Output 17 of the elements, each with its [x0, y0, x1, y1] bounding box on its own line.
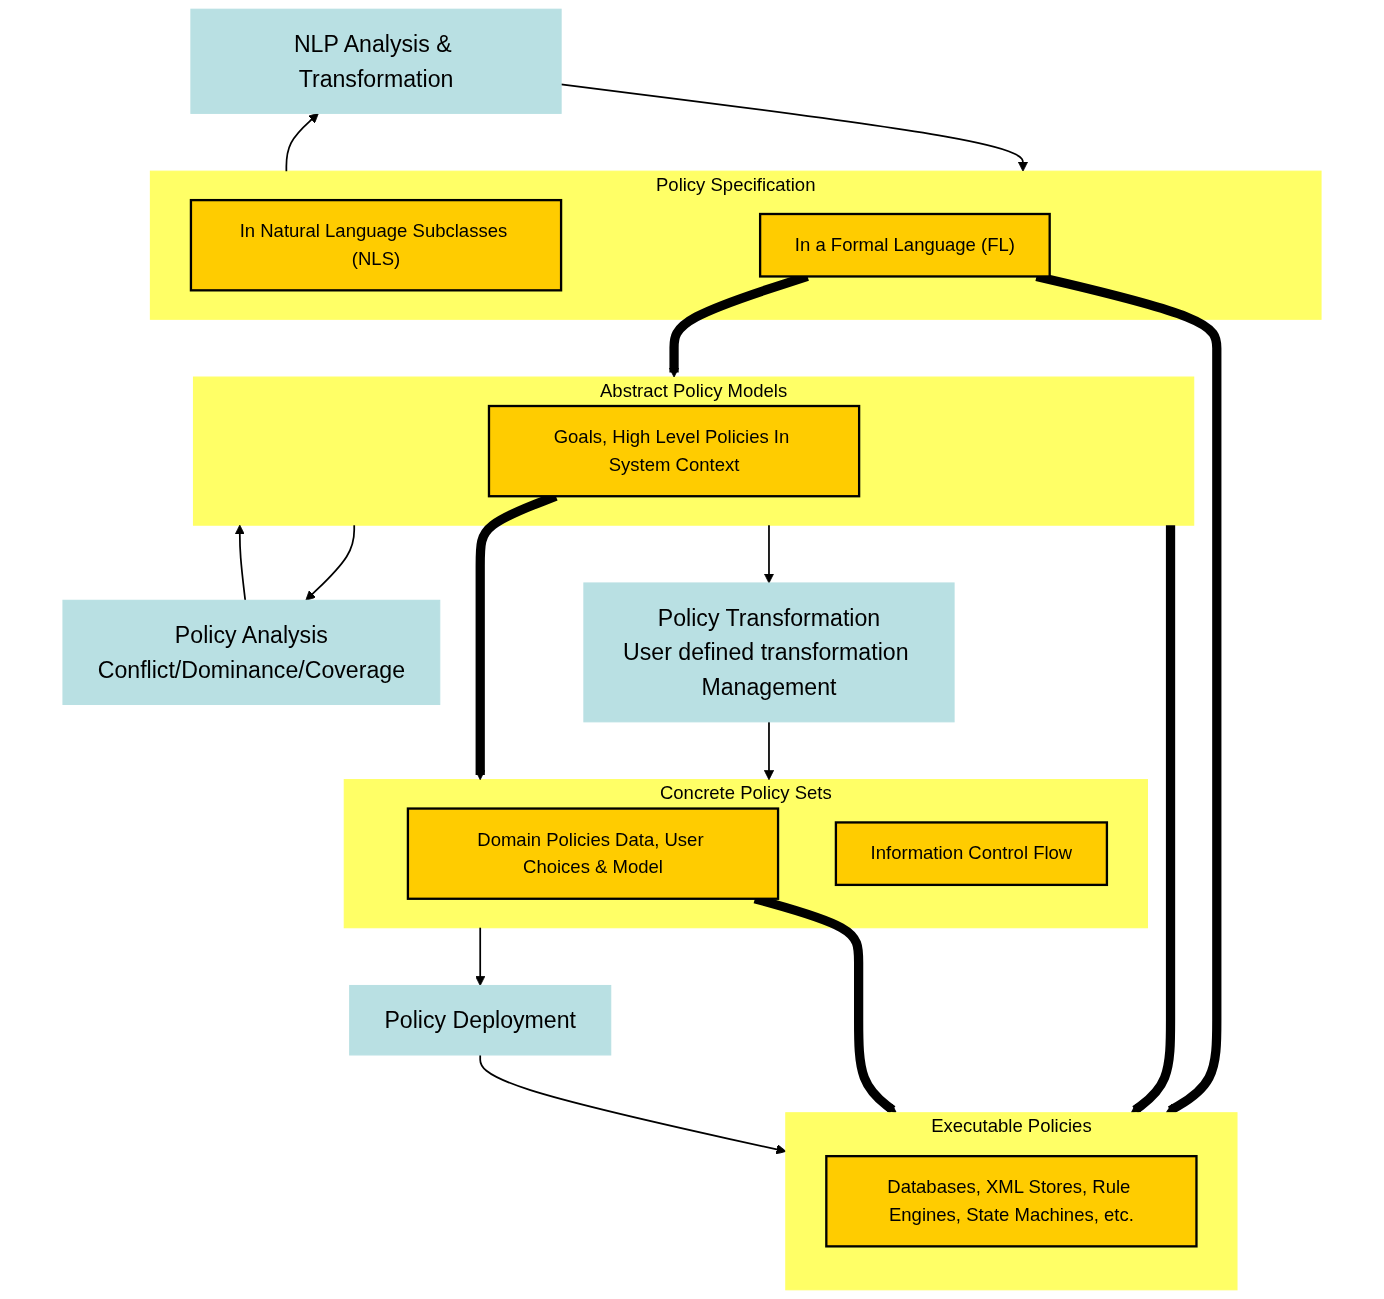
- arrow: [285, 112, 319, 173]
- arrow: [234, 524, 247, 602]
- node-box: In Natural Language Subclasses (NLS): [189, 198, 563, 292]
- arrow: [305, 524, 356, 601]
- node-box: Domain Policies Data, User Choices & Model: [406, 807, 780, 900]
- node-box: Information Control Flow: [834, 821, 1109, 887]
- arrow: [1130, 525, 1176, 1114]
- node-box: Goals, High Level Policies In System Context: [487, 404, 861, 498]
- arrow: [763, 524, 775, 584]
- node-box: NLP Analysis & Transformation: [190, 8, 562, 114]
- arrow: [475, 926, 486, 986]
- node-box: Policy Analysis Conflict/Dominance/Coverage: [62, 599, 441, 706]
- node-box: Policy Deployment: [349, 984, 612, 1056]
- node-box: In a Formal Language (FL): [758, 212, 1051, 278]
- node-box: Policy Transformation User defined transformation Management: [583, 582, 955, 723]
- node-box: Databases, XML Stores, Rule Engines, State Machines, etc.: [825, 1155, 1198, 1248]
- arrow: [763, 720, 775, 781]
